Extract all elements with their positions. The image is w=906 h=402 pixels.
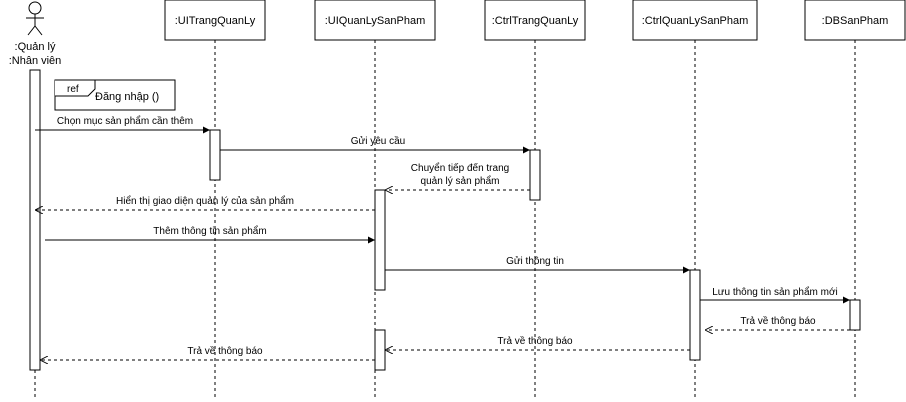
message-label: Trả về thông báo xyxy=(740,315,816,327)
activation-ui-trang xyxy=(209,129,221,181)
activation-ctrl-qlsp xyxy=(689,269,701,361)
participant-ui-quan-ly-san-pham: :UIQuanLySanPham xyxy=(314,0,436,41)
participant-ctrl-quan-ly-san-pham: :CtrlQuanLySanPham xyxy=(632,0,758,41)
ref-frame-label: Đăng nhập () xyxy=(95,91,159,103)
actor-name-line2: :Nhân viên xyxy=(9,55,62,67)
message-m6: Gửi thông tin xyxy=(385,255,690,274)
participant-label: :CtrlTrangQuanLy xyxy=(492,15,579,27)
participant-label: :DBSanPham xyxy=(822,15,889,27)
message-label-line1: Chuyển tiếp đến trang xyxy=(411,162,509,174)
ref-frame: ref Đăng nhập () xyxy=(54,79,176,111)
activation-ctrl-trang xyxy=(529,149,541,201)
message-label-line2: quản lý sản phẩm xyxy=(421,175,500,187)
message-label: Trả về thông báo xyxy=(497,335,573,347)
participant-db-san-pham: :DBSanPham xyxy=(804,0,906,41)
message-label: Trả về thông báo xyxy=(187,345,263,357)
message-m5: Thêm thông tin sản phẩm xyxy=(45,225,375,244)
participant-label: :CtrlQuanLySanPham xyxy=(642,15,749,27)
message-m1: Chọn mục sản phẩm cần thêm xyxy=(35,115,210,134)
participant-ui-trang-quan-ly: :UITrangQuanLy xyxy=(164,0,266,41)
participant-label: :UITrangQuanLy xyxy=(175,15,256,27)
activation-ui-qlsp-2 xyxy=(374,329,386,371)
message-m2: Gửi yêu cầu xyxy=(220,135,530,154)
message-label: Lưu thông tin sản phẩm mới xyxy=(712,286,838,298)
message-m7: Lưu thông tin sản phẩm mới xyxy=(700,286,850,304)
message-label: Hiển thị giao diện quản lý của sản phẩm xyxy=(116,195,294,207)
message-m9: Trả về thông báo xyxy=(385,335,690,350)
participant-label: :UIQuanLySanPham xyxy=(325,15,425,27)
message-label: Gửi yêu cầu xyxy=(351,135,406,147)
message-m3: Chuyển tiếp đến trang quản lý sản phẩm xyxy=(385,162,530,190)
message-m8: Trả về thông báo xyxy=(705,315,850,330)
activation-ui-qlsp-1 xyxy=(374,189,386,291)
participant-ctrl-trang-quan-ly: :CtrlTrangQuanLy xyxy=(484,0,586,41)
message-label: Gửi thông tin xyxy=(506,255,564,267)
message-label: Thêm thông tin sản phẩm xyxy=(153,225,266,237)
activation-db-sp xyxy=(849,299,861,331)
actor-figure xyxy=(26,1,44,36)
ref-frame-tag: ref xyxy=(67,84,79,95)
message-label: Chọn mục sản phẩm cần thêm xyxy=(57,115,193,127)
message-m10: Trả về thông báo xyxy=(40,345,375,360)
actor-name-line1: :Quản lý xyxy=(15,41,56,53)
activation-actor xyxy=(29,69,41,371)
message-m4: Hiển thị giao diện quản lý của sản phẩm xyxy=(35,195,375,210)
